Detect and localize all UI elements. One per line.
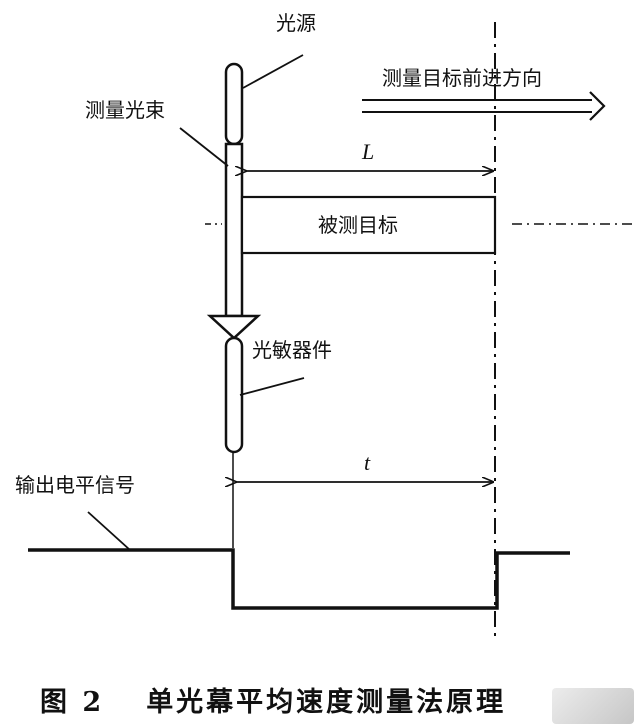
leader-output-signal	[87, 511, 131, 551]
label-direction: 测量目标前进方向	[382, 66, 542, 90]
figure-caption: 图 2 单光幕平均速度测量法原理	[40, 680, 506, 719]
measurement-beam	[224, 142, 244, 318]
label-target: 被测目标	[318, 213, 398, 237]
label-measure-beam: 测量光束	[85, 98, 165, 122]
label-light-source: 光源	[276, 11, 316, 35]
figure-title: 单光幕平均速度测量法原理	[146, 687, 507, 718]
label-output-signal: 输出电平信号	[15, 473, 135, 497]
beam-arrow-head	[206, 314, 262, 340]
direction-arrow-head	[589, 91, 606, 121]
leader-light-source	[242, 54, 304, 89]
output-signal-waveform	[28, 548, 570, 610]
light-source	[224, 62, 244, 146]
label-photodetector: 光敏器件	[252, 338, 332, 362]
photodetector	[224, 336, 244, 454]
leader-measure-beam	[179, 127, 229, 167]
label-length-L: L	[362, 139, 375, 164]
target-box	[240, 195, 497, 255]
figure-number: 图 2	[40, 687, 105, 718]
label-time-t: t	[364, 450, 371, 475]
leader-photodetector	[239, 377, 305, 396]
watermark-logo	[552, 688, 634, 724]
